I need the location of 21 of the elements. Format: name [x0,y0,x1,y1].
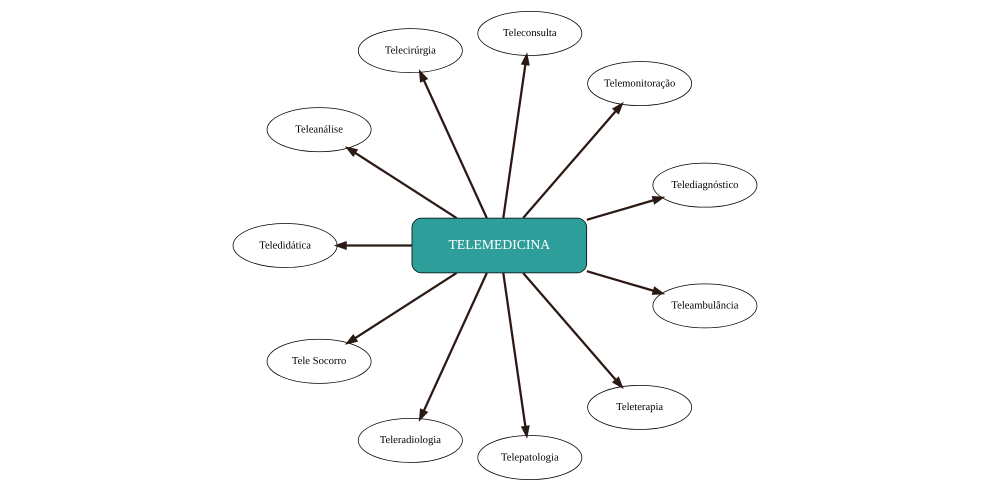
arrow [418,272,488,422]
arrow [418,69,488,218]
arrow [502,52,530,218]
arrow [522,102,624,219]
arrow [344,272,457,345]
node-ellipse: Telemonitoração [586,61,692,106]
arrow [344,146,457,220]
arrow [333,240,412,250]
arrow [522,272,624,390]
node-ellipse: Teleradiologia [357,418,462,463]
node-box: TELEMEDICINA [411,218,587,274]
arrow [586,270,665,295]
node-ellipse: Tele Socorro [266,338,372,384]
node-ellipse: Telepatologia [476,435,582,480]
node-ellipse: Teledidática [232,223,337,268]
arrow [586,196,665,221]
node-ellipse: Teleterapia [586,385,692,430]
arrow [502,272,530,439]
node-ellipse: Teleconsulta [476,11,582,56]
node-ellipse: Telecirúrgia [357,28,462,74]
node-ellipse: Teleanálise [266,107,372,152]
